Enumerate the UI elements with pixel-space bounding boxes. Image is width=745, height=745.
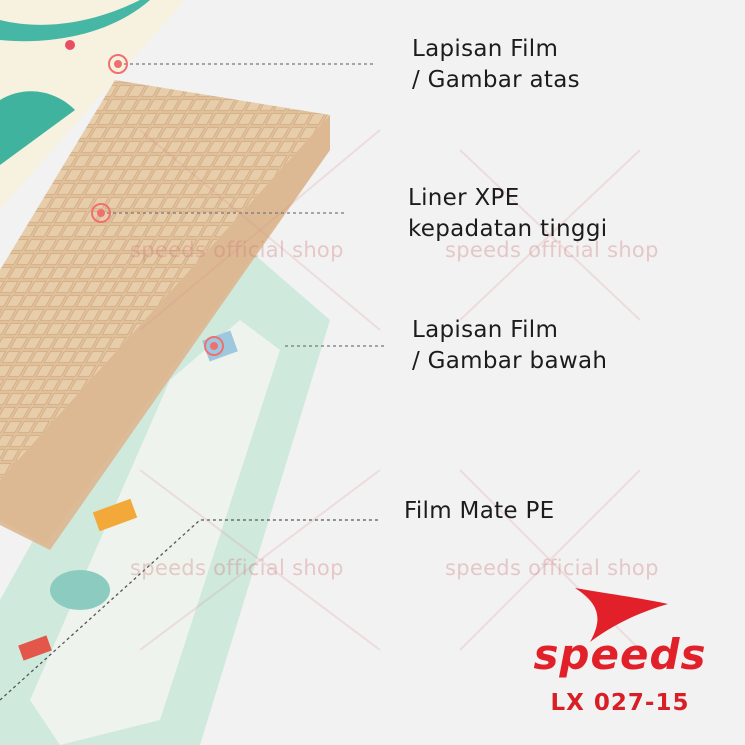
speeds-swoosh-logo <box>575 588 668 642</box>
label-top-film-line2: / Gambar atas <box>412 67 580 93</box>
label-top-film: Lapisan Film / Gambar atas <box>412 34 580 96</box>
marker-foam <box>91 203 111 223</box>
model-code: LX 027-15 <box>550 690 690 716</box>
label-bottom-film-line1: Lapisan Film <box>412 317 559 343</box>
label-bottom-film-line2: / Gambar bawah <box>412 348 608 374</box>
top-film-layer <box>0 0 185 210</box>
label-foam-liner: Liner XPE kepadatan tinggi <box>408 183 607 245</box>
foam-layer-top <box>0 80 330 480</box>
bottom-film-print-bush <box>50 570 110 610</box>
label-top-film-line1: Lapisan Film <box>412 36 559 62</box>
label-mate-pe: Film Mate PE <box>404 496 554 527</box>
top-film-print-dot <box>65 40 75 50</box>
watermark-text: speeds official shop <box>130 238 344 262</box>
watermark-text: speeds official shop <box>445 238 659 262</box>
bottom-film-print-bus <box>92 498 138 532</box>
bottom-film-print-car <box>18 635 52 661</box>
label-foam-liner-line2: kepadatan tinggi <box>408 216 608 242</box>
watermark-text: speeds official shop <box>445 556 659 580</box>
bottom-film-road <box>30 320 280 745</box>
top-film-print-blob <box>0 91 75 165</box>
marker-bottom-film <box>204 336 224 356</box>
marker-top-film <box>108 54 128 74</box>
foam-layer-front <box>0 115 330 550</box>
watermark-text: speeds official shop <box>130 556 344 580</box>
top-film-print-wave <box>0 0 150 42</box>
label-bottom-film: Lapisan Film / Gambar bawah <box>412 315 607 377</box>
brand-name: speeds <box>533 630 707 679</box>
label-mate-pe-line1: Film Mate PE <box>404 498 555 524</box>
label-foam-liner-line1: Liner XPE <box>408 185 520 211</box>
